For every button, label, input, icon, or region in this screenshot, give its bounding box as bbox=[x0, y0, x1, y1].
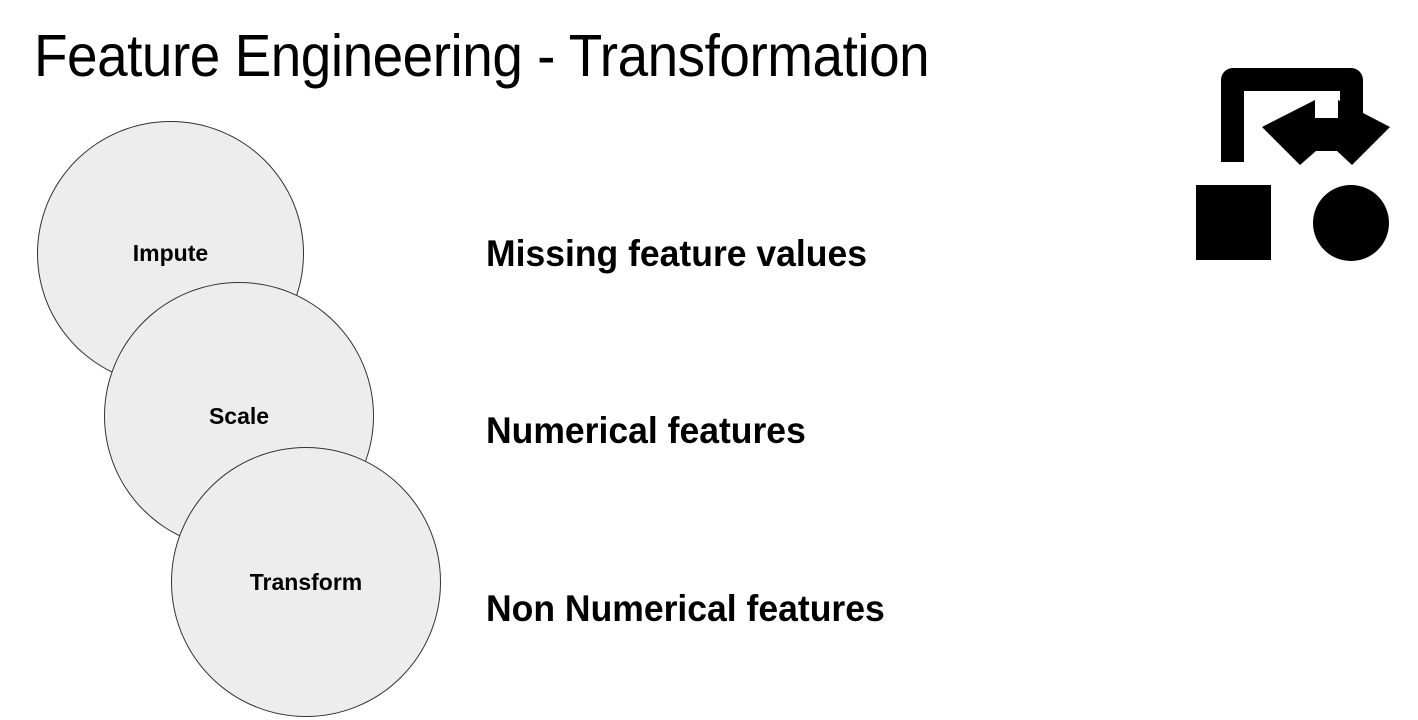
circle-shape bbox=[1313, 185, 1389, 261]
page-title: Feature Engineering - Transformation bbox=[34, 23, 930, 89]
pipeline-stage-label: Impute bbox=[132, 240, 209, 266]
pipeline-stage-label: Transform bbox=[249, 568, 363, 595]
pipeline-stage-transform[interactable]: Transform bbox=[171, 447, 441, 717]
stage-description-impute: Missing feature values bbox=[486, 233, 867, 274]
transform-shapes-icon bbox=[1190, 55, 1400, 270]
arrow-head-path bbox=[1262, 100, 1390, 165]
arrow-body-path bbox=[1221, 68, 1363, 162]
pipeline-stage-label: Scale bbox=[208, 402, 270, 429]
stage-description-transform: Non Numerical features bbox=[486, 588, 885, 629]
stage-description-scale: Numerical features bbox=[486, 410, 806, 451]
square-shape bbox=[1196, 185, 1271, 260]
